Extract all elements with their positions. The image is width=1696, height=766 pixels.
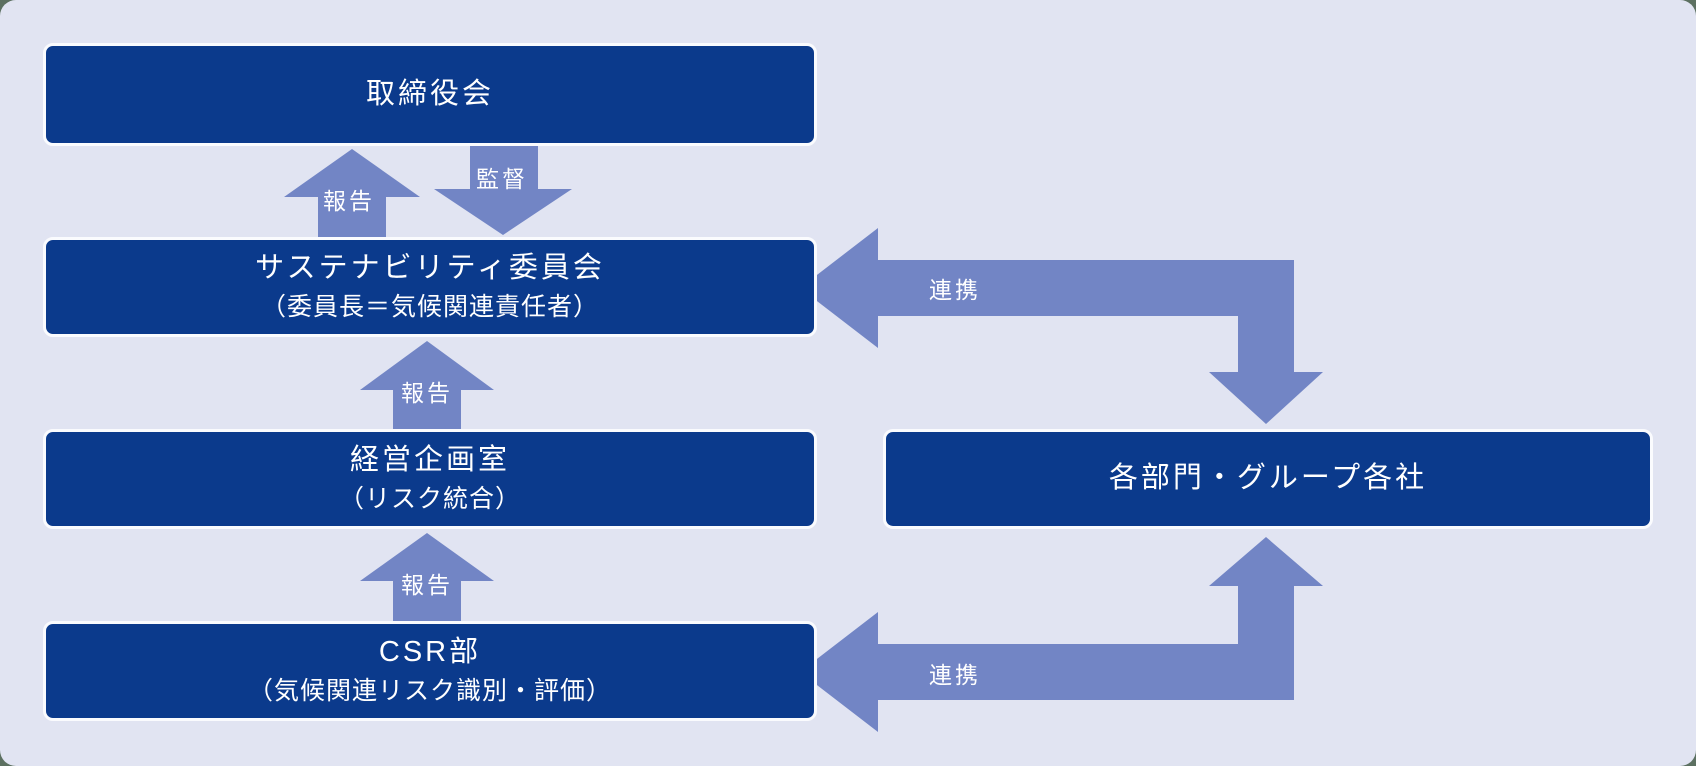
- sustainability-committee-label: サステナビリティ委員会: [255, 252, 605, 285]
- corporate-planning-box: 経営企画室 （リスク統合）: [43, 429, 817, 529]
- collaboration-bottom-arrow-label: 連携: [929, 662, 981, 688]
- report-to-planning-arrow-label: 報告: [401, 572, 453, 598]
- board-box: 取締役会: [43, 43, 817, 146]
- report-to-committee-arrow-label: 報告: [401, 380, 453, 406]
- supervise-arrow-label: 監督: [476, 166, 528, 192]
- sustainability-committee-sublabel: （委員長＝気候関連責任者）: [260, 292, 599, 321]
- report-arrow-to-planning: [360, 533, 494, 621]
- report-arrow-to-committee: [360, 341, 494, 429]
- group-companies-label: 各部門・グループ各社: [1108, 462, 1428, 495]
- csr-department-label: CSR部: [378, 636, 482, 669]
- supervise-arrow: [434, 146, 572, 235]
- corporate-planning-label: 経営企画室: [349, 444, 510, 477]
- collaboration-top-arrow-label: 連携: [929, 277, 981, 303]
- corporate-planning-sublabel: （リスク統合）: [338, 484, 521, 513]
- board-label: 取締役会: [365, 77, 494, 110]
- collaboration-arrow-bottom: [800, 537, 1323, 732]
- sustainability-committee-box: サステナビリティ委員会 （委員長＝気候関連責任者）: [43, 237, 817, 337]
- group-companies-box: 各部門・グループ各社: [883, 429, 1653, 529]
- report-to-board-arrow-label: 報告: [323, 188, 375, 214]
- csr-department-box: CSR部 （気候関連リスク識別・評価）: [43, 621, 817, 721]
- collaboration-arrow-top: [800, 228, 1323, 424]
- csr-department-sublabel: （気候関連リスク識別・評価）: [247, 676, 612, 705]
- report-arrow-to-board: [284, 149, 420, 237]
